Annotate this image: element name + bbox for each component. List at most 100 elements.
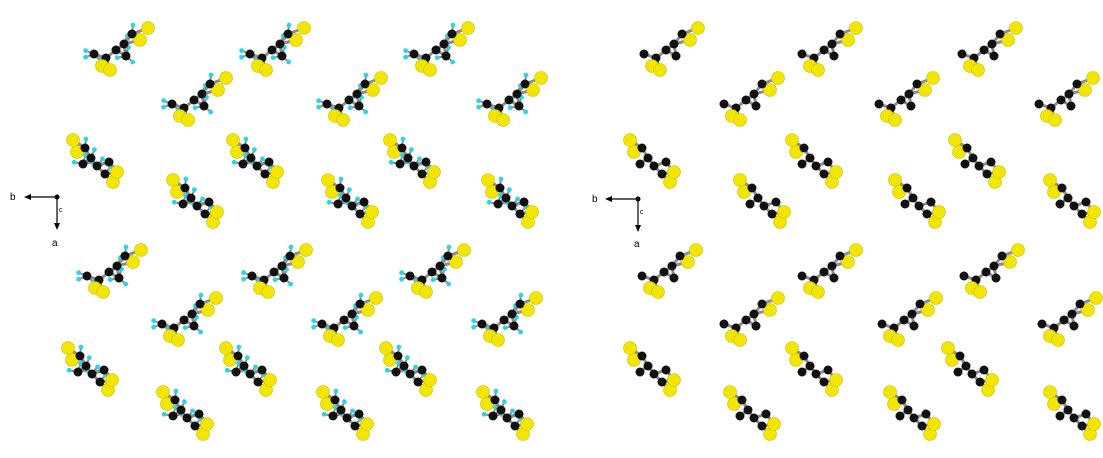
molecule-10 [321,173,379,229]
hydrogen-atom [191,187,197,193]
hydrogen-atom [355,196,360,202]
sulfur-atom [1011,243,1025,257]
carbon-atom [835,29,845,39]
carbon-atom [967,369,977,379]
carbon-atom [909,413,919,423]
carbon-atom [957,49,967,59]
hydrogen-atom [83,152,88,158]
molecule-21 [156,385,214,441]
molecule-22 [316,385,374,441]
carbon-atom [488,411,498,421]
carbon-atom [341,193,351,203]
carbon-atom [512,89,522,99]
carbon-atom [974,161,984,171]
hydrogen-atom [311,324,316,330]
sulfur-atom [733,113,747,127]
carbon-atom [749,413,759,423]
hydrogen-atom [399,276,404,282]
sulfur-atom [365,205,379,219]
hydrogen-atom [239,54,244,60]
hydrogen-atom [78,360,83,366]
hydrogen-atom [244,355,250,361]
carbon-atom [283,29,293,39]
hydrogen-atom [347,105,353,111]
b-axis-arrowhead [24,194,31,200]
sulfur-atom [623,133,637,147]
molecule-21 [723,385,781,441]
hydrogen-atom [171,199,177,205]
carbon-atom [719,99,729,109]
carbon-atom [757,421,767,431]
sulfur-atom [689,243,703,257]
sulfur-atom [105,373,119,387]
sulfur-atom [259,63,273,77]
carbon-atom [635,367,645,377]
molecule-14 [399,243,471,299]
carbon-atom [1063,193,1073,203]
carbon-atom [514,409,524,419]
c-axis-origin [54,194,60,200]
sulfur-atom [209,291,223,305]
sulfur-atom [1001,33,1015,47]
sulfur-atom [374,71,388,85]
sulfur-atom [210,205,224,219]
carbon-atom [200,209,210,219]
carbon-atom [279,273,289,283]
sulfur-atom [534,71,548,85]
sulfur-atom [526,83,540,97]
molecule-9 [166,173,224,229]
hydrogen-atom [321,411,327,417]
hydrogen-atom [83,54,88,60]
sulfur-atom [883,385,897,399]
carbon-atom [968,153,978,163]
carbon-atom [669,273,679,283]
carbon-atom [757,79,767,89]
carbon-atom [417,365,427,375]
carbon-atom [204,197,214,207]
carbon-atom [799,143,809,153]
hydrogen-atom [208,72,214,78]
carbon-atom [827,39,837,49]
carbon-atom [903,405,913,415]
hydrogen-atom [342,325,348,331]
carbon-atom [421,157,431,167]
molecule-4 [874,71,940,127]
sulfur-atom [360,417,374,431]
sulfur-atom [1087,417,1101,431]
carbon-atom [797,271,807,281]
carbon-atom [111,45,121,55]
hydrogen-atom [243,152,248,158]
molecule-10 [888,173,946,229]
carbon-atom [747,183,757,193]
carbon-atom [979,365,989,375]
sulfur-atom [841,33,855,47]
hydrogen-atom [161,104,166,110]
carbon-atom [643,361,653,371]
carbon-atom [493,199,503,209]
c-axis-origin [635,196,641,202]
carbon-atom [179,315,189,325]
sulfur-atom [771,71,785,85]
hydrogen-atom [403,48,409,54]
carbon-atom [431,45,441,55]
carbon-atom [75,351,85,361]
carbon-atom [352,89,362,99]
hydrogen-atom [341,399,347,405]
carbon-atom [917,421,927,431]
carbon-atom [995,29,1005,39]
hydrogen-atom [286,22,292,28]
carbon-atom [1069,201,1079,211]
carbon-atom [89,49,99,59]
molecule-3 [161,71,233,127]
carbon-atom [1072,79,1082,89]
sulfur-atom [948,133,962,147]
molecule-17 [471,291,543,347]
hydrogen-atom [450,22,456,28]
carbon-atom [269,267,279,277]
carbon-atom [797,49,807,59]
carbon-atom [277,51,287,61]
molecule-2 [957,21,1023,77]
carbon-atom [427,267,437,277]
carbon-atom [447,29,457,39]
hydrogen-atom [260,156,265,162]
